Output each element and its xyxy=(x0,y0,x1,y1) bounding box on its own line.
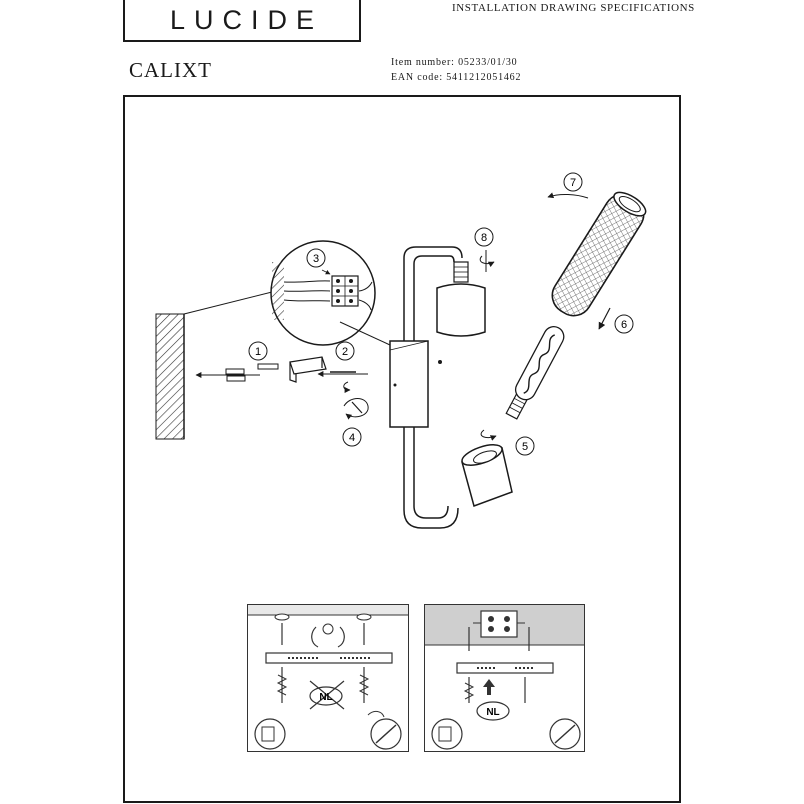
step-number-3: 3 xyxy=(313,253,319,265)
step-number-7: 7 xyxy=(570,177,576,189)
step-marker-7: 7 xyxy=(563,172,583,192)
product-meta: Item number: 05233/01/30 EAN code: 54112… xyxy=(391,55,521,85)
product-name: CALIXT xyxy=(129,58,212,82)
wiring-detail-circle xyxy=(270,240,391,346)
wall-plugs-part xyxy=(195,363,279,382)
lower-shade xyxy=(461,429,513,507)
ean-row: EAN code: 5411212051462 xyxy=(391,70,521,85)
ean-value: 5411212051462 xyxy=(446,72,522,83)
step-marker-4: 4 xyxy=(342,427,362,447)
nl-badge-right: NL xyxy=(486,707,499,718)
step-marker-6: 6 xyxy=(614,314,634,334)
ean-label: EAN code: xyxy=(391,72,443,83)
logo-text: LUCIDE xyxy=(169,4,324,35)
step-number-4: 4 xyxy=(349,432,355,444)
mesh-glass-tube xyxy=(551,191,647,317)
lucide-logo: LUCIDE xyxy=(123,0,361,42)
drawing-frame xyxy=(123,95,681,803)
step-number-8: 8 xyxy=(481,232,487,244)
nl-badge-left: NL xyxy=(319,692,332,703)
step-marker-3: 3 xyxy=(306,248,326,268)
ceiling-mount-detail-right: NL xyxy=(424,604,585,752)
step-number-2: 2 xyxy=(342,346,348,358)
tube-down-arrow xyxy=(598,307,611,330)
item-number-label: Item number: xyxy=(391,57,455,68)
step-marker-2: 2 xyxy=(335,341,355,361)
step-marker-1: 1 xyxy=(248,341,268,361)
step-number-1: 1 xyxy=(255,346,261,358)
wall-hatch xyxy=(155,289,281,440)
step-number-6: 6 xyxy=(621,319,627,331)
document-title: INSTALLATION DRAWING SPECIFICATIONS xyxy=(452,2,695,14)
step-marker-8: 8 xyxy=(474,227,494,247)
filament-bulb xyxy=(505,326,565,420)
upper-shade xyxy=(436,250,495,337)
item-number-value: 05233/01/30 xyxy=(458,57,518,68)
step-marker-5: 5 xyxy=(515,436,535,456)
tube-rotate-arrow xyxy=(547,192,589,199)
ceiling-mount-left-drawing: NL xyxy=(248,605,408,750)
ceiling-mount-detail-left: NL xyxy=(247,604,409,752)
fixing-screw-rotation xyxy=(343,398,369,420)
mounting-bracket-part xyxy=(289,356,368,393)
step-number-5: 5 xyxy=(522,441,528,453)
item-number-row: Item number: 05233/01/30 xyxy=(391,55,521,70)
ceiling-mount-right-drawing: NL xyxy=(425,605,584,750)
lamp-body xyxy=(389,246,463,529)
